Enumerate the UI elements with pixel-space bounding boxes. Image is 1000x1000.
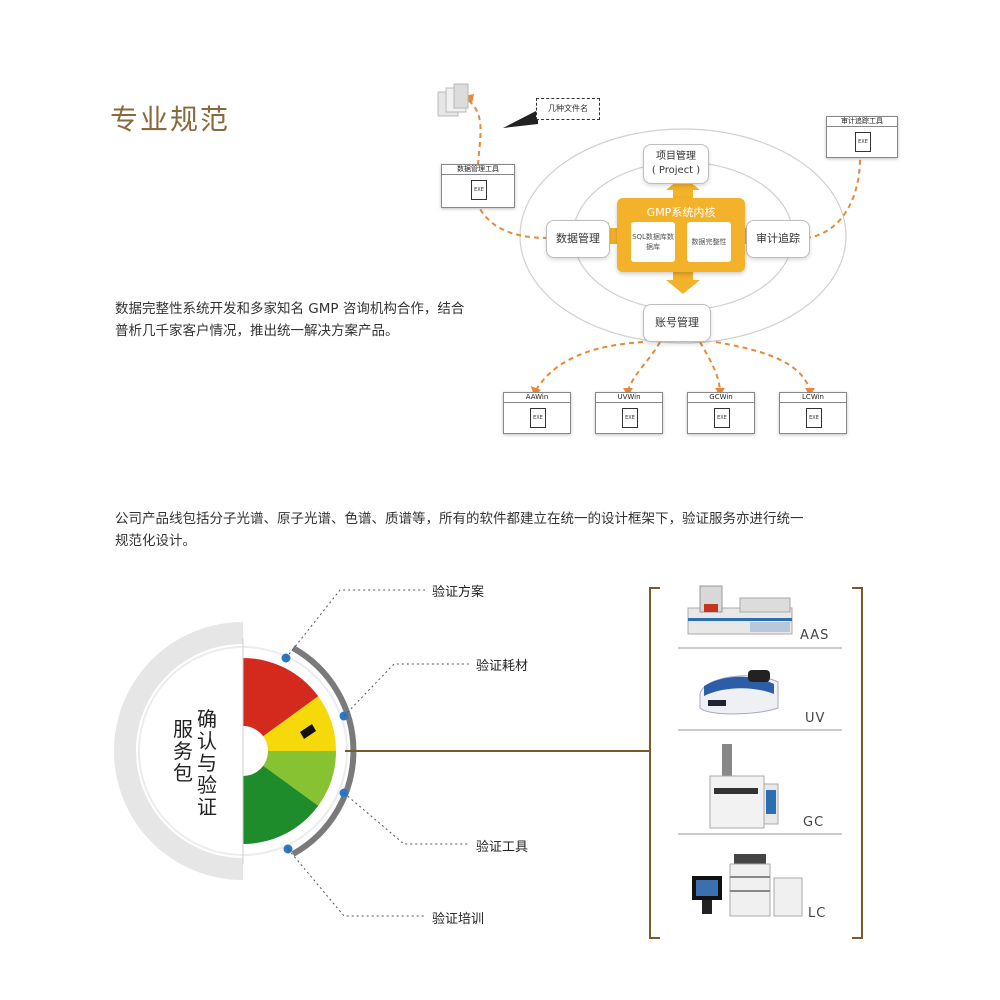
audit-tool-window: 审计追踪工具 EXE [826,116,898,158]
leader-training [287,848,425,917]
service-label-tools: 验证工具 [476,840,529,855]
intro-line-1: 数据完整性系统开发和多家知名 GMP 咨询机构合作，结合 [115,301,465,317]
sector-red [243,658,319,737]
arrow-up [666,176,700,198]
sector-light-green [263,751,336,806]
package-title-col1: 确认与验证 [197,707,217,819]
exe-file-icon: EXE [806,408,822,428]
app-window-title: AAWin [504,393,570,403]
intro-line-2: 普析几千家客户情况，推出统一解决方案产品。 [115,323,399,339]
intro-text: 数据完整性系统开发和多家知名 GMP 咨询机构合作，结合 普析几千家客户情况，推… [115,298,515,342]
file-stack-icon [437,83,469,117]
dash-tool-to-files [467,99,482,166]
exe-file-icon: EXE [714,408,730,428]
gray-ring [114,622,244,880]
dash-to-gcwin [699,341,721,391]
data-management-node: 数据管理 [546,220,610,258]
app-window-uvwin: UVWin EXE [595,392,663,434]
leader-consumables [343,663,470,717]
app-window-title: LCWin [780,393,846,403]
instrument-label-lc: LC [808,906,827,921]
aas-instrument-image [687,585,793,635]
exe-file-icon: EXE [622,408,638,428]
audit-trail-node: 审计追踪 [746,220,810,258]
dash-to-lcwin [715,341,811,391]
dash-to-aawin [535,341,644,391]
data-tool-window: 数据管理工具 EXE [441,164,515,208]
product-line-2: 规范化设计。 [115,533,196,549]
core-database-box: SQL数据库数据库 [631,222,675,262]
product-line-1: 公司产品线包括分子光谱、原子光谱、色谱、质谱等，所有的软件都建立在统一的设计框架… [115,511,804,527]
sector-yellow [263,696,336,751]
gmp-diagram-lines [437,83,865,396]
instrument-label-uv: UV [805,711,826,726]
package-title-col2: 服务包 [173,717,193,785]
app-window-title: UVWin [596,393,662,403]
core-integrity-box: 数据完整性 [687,222,731,262]
app-window-lcwin: LCWin EXE [779,392,847,434]
exe-file-icon: EXE [471,180,487,200]
bracket-left [649,587,660,939]
service-label-training: 验证培训 [432,912,485,927]
service-label-consumables: 验证耗材 [476,659,529,674]
app-window-title: GCWin [688,393,754,403]
pointer-mark [300,724,316,739]
leader-plan [285,589,425,659]
dash-to-uvwin [627,341,661,391]
instrument-label-gc: GC [803,815,825,830]
audit-tool-window-title: 审计追踪工具 [827,117,897,127]
gmp-core-title: GMP系统内核 [646,206,716,219]
app-window-aawin: AAWin EXE [503,392,571,434]
exe-file-icon: EXE [530,408,546,428]
dash-data-to-tool [477,204,549,239]
dash-audit-to-tool [805,157,861,239]
gmp-core: GMP系统内核 SQL数据库数据库 数据完整性 [617,198,745,272]
callout-pointer [503,110,538,128]
exe-file-icon: EXE [855,132,871,152]
uv-instrument-image [699,670,779,715]
lc-instrument-image [692,854,803,917]
sector-dark-green [243,765,319,844]
bracket-right [852,587,863,939]
filename-callout: 几种文件名 [536,98,600,120]
service-label-plan: 验证方案 [432,585,485,600]
page-title: 专业规范 [110,103,231,136]
gc-instrument-image [709,744,779,829]
product-text: 公司产品线包括分子光谱、原子光谱、色谱、质谱等，所有的软件都建立在统一的设计框架… [115,508,915,552]
app-window-gcwin: GCWin EXE [687,392,755,434]
instrument-label-aas: AAS [800,628,830,643]
project-node: 项目管理 ( Project ) [643,144,709,184]
arrow-down [666,272,700,294]
account-node: 账号管理 [643,304,711,342]
data-tool-window-title: 数据管理工具 [442,165,514,175]
service-package-diagram [114,587,863,939]
leader-tools [343,792,470,845]
